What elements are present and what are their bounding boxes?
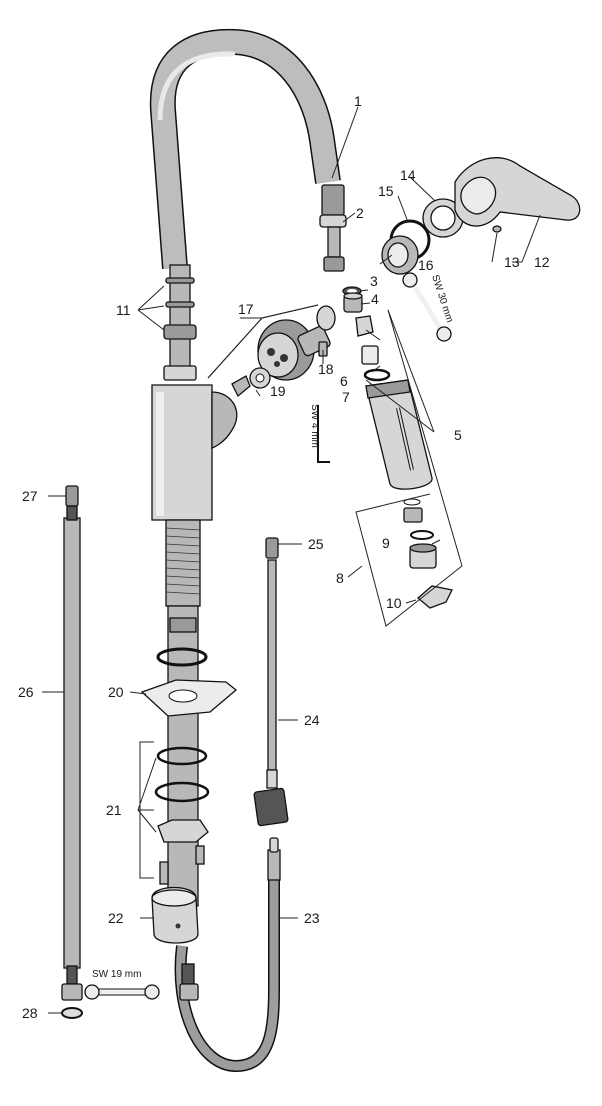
screw-part-13 — [492, 225, 502, 233]
label-14: 14 — [400, 167, 416, 183]
insert-part-4 — [343, 292, 363, 313]
label-15: 15 — [378, 183, 394, 199]
group-bracket-5 — [355, 309, 463, 627]
clip-part-19 — [231, 367, 271, 398]
cartridge-part-17 — [257, 305, 336, 381]
mounting-washer — [156, 647, 208, 667]
part-labels: 1 2 3 4 5 6 7 8 9 10 11 12 13 14 15 16 1… — [18, 93, 550, 1021]
wrench-sw19-icon — [84, 984, 160, 1000]
spout-part-1 — [149, 28, 341, 269]
tool-label-sw4: SW 4 mm — [309, 404, 320, 448]
spout-lower-pipe — [163, 264, 197, 381]
label-2: 2 — [356, 205, 364, 221]
mounting-plate-part-20 — [140, 679, 238, 717]
label-12: 12 — [534, 254, 550, 270]
screw-part-18 — [318, 341, 328, 364]
label-21: 21 — [106, 802, 122, 818]
adapter-part-6 — [355, 315, 379, 365]
label-10: 10 — [386, 595, 402, 611]
seal-part-28 — [61, 1007, 83, 1019]
label-22: 22 — [108, 910, 124, 926]
label-26: 26 — [18, 684, 34, 700]
group-bracket-21 — [139, 741, 154, 879]
label-13: 13 — [504, 254, 520, 270]
label-23: 23 — [304, 910, 320, 926]
threaded-shaft — [165, 519, 201, 907]
label-19: 19 — [270, 383, 286, 399]
label-4: 4 — [371, 291, 379, 307]
tool-label-sw19: SW 19 mm — [92, 969, 141, 980]
label-5: 5 — [454, 427, 462, 443]
group-bracket-17 — [207, 304, 319, 379]
nut-part-16 — [381, 235, 419, 275]
washer-set-part-21 — [154, 746, 210, 885]
label-8: 8 — [336, 570, 344, 586]
label-16: 16 — [418, 257, 434, 273]
faucet-body — [151, 384, 238, 521]
allen-key-sw4-icon — [317, 405, 330, 463]
label-20: 20 — [108, 684, 124, 700]
label-28: 28 — [22, 1005, 38, 1021]
hose-part-24 — [253, 537, 289, 827]
o-ring-part-7 — [363, 368, 391, 382]
label-7: 7 — [342, 389, 350, 405]
hose-connector-part-2 — [319, 184, 347, 272]
label-25: 25 — [308, 536, 324, 552]
leader-lines — [42, 106, 541, 1014]
aerator-part-9 — [403, 498, 437, 569]
label-11: 11 — [116, 302, 131, 318]
label-18: 18 — [318, 361, 334, 377]
supply-hose-part-26 — [61, 485, 83, 1001]
label-3: 3 — [370, 273, 378, 289]
label-17: 17 — [238, 301, 254, 317]
spray-head-part-5 — [365, 379, 433, 490]
ring-part-14 — [422, 198, 464, 238]
weight-part-22 — [151, 886, 199, 944]
label-6: 6 — [340, 373, 348, 389]
label-1: 1 — [354, 93, 362, 109]
tool-part-10 — [416, 585, 453, 609]
label-27: 27 — [22, 488, 38, 504]
label-9: 9 — [382, 535, 390, 551]
lever-handle-part-12 — [454, 157, 581, 227]
label-24: 24 — [304, 712, 320, 728]
wrench-sw30-icon — [402, 272, 452, 342]
